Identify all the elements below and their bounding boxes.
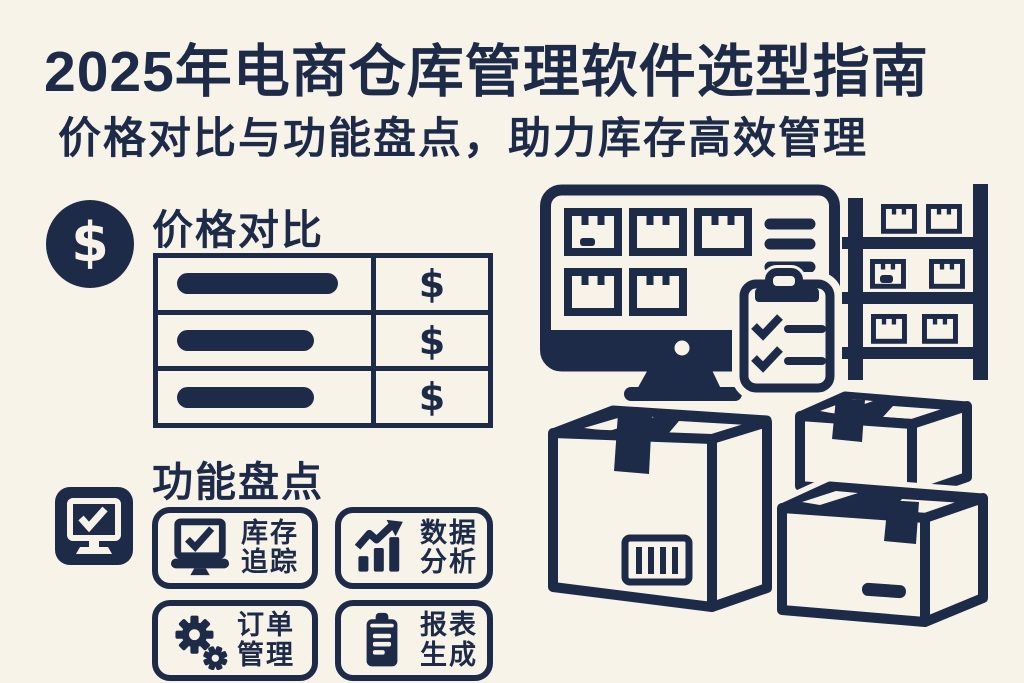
price-table-row: $ <box>158 258 488 310</box>
screen-package-icon <box>633 212 683 252</box>
shelf-package-icon <box>883 206 914 231</box>
barcode-icon <box>621 534 693 586</box>
dollar-symbol: $ <box>71 211 109 274</box>
features-section-heading: 功能盘点 <box>152 459 324 505</box>
screen-package-icon <box>568 272 618 312</box>
page-subtitle: 价格对比与功能盘点，助力库存高效管理 <box>58 115 868 163</box>
warehouse-illustration <box>540 184 993 632</box>
price-table-row: $ <box>158 309 488 367</box>
feature-label: 数据 分析 <box>420 517 478 577</box>
shelf-package-icon <box>931 261 962 286</box>
feature-label: 报表 生成 <box>420 610 478 670</box>
product-name-bar <box>177 386 314 408</box>
product-name-bar <box>177 330 314 351</box>
price-table-row: $ <box>158 366 488 424</box>
product-name-cell <box>158 371 371 423</box>
product-name-cell <box>158 258 371 310</box>
check-icon <box>751 346 783 373</box>
shipping-box-icon <box>772 476 993 632</box>
laptop-check-icon <box>170 518 230 576</box>
shelf-package-icon <box>928 206 959 231</box>
dollar-circle-icon: $ <box>46 200 134 288</box>
price-cell: $ <box>371 371 488 424</box>
package-label-dash <box>580 238 595 246</box>
monitor-check-badge-icon <box>55 487 133 565</box>
product-name-bar <box>177 273 338 295</box>
gears-icon <box>175 615 228 670</box>
package-label-dash <box>880 275 893 283</box>
price-section-heading: 价格对比 <box>152 207 324 253</box>
growth-chart-icon <box>354 519 403 572</box>
screen-package-icon <box>568 212 618 252</box>
feature-order-management: 订单 管理 <box>152 600 318 681</box>
box-tape <box>614 413 652 474</box>
screen-package-icon <box>698 212 748 252</box>
box-tape <box>884 500 919 544</box>
box-tape <box>832 398 865 442</box>
price-cell: $ <box>371 314 488 367</box>
feature-label: 订单 管理 <box>237 610 295 670</box>
shipping-box-icon <box>792 388 975 504</box>
price-cell: $ <box>371 258 488 310</box>
feature-report-generation: 报表 生成 <box>335 600 493 681</box>
check-icon <box>751 314 783 341</box>
screen-menu-lines-icon <box>764 218 816 273</box>
shelf-package-icon <box>924 316 955 341</box>
feature-inventory-tracking: 库存 追踪 <box>152 507 318 589</box>
feature-label: 库存 追踪 <box>241 517 299 577</box>
package-label-dash <box>861 582 906 599</box>
price-comparison-table: $ $ $ <box>153 253 493 428</box>
page-title: 2025年电商仓库管理软件选型指南 <box>44 40 929 104</box>
screen-package-icon <box>633 272 683 312</box>
shipping-box-icon <box>544 401 776 616</box>
product-name-cell <box>158 315 371 367</box>
shelf-package-icon <box>873 316 904 341</box>
report-clipboard-icon <box>366 612 398 666</box>
checklist-clipboard-icon <box>732 265 842 400</box>
feature-data-analysis: 数据 分析 <box>335 507 493 589</box>
storage-shelf-icon <box>842 184 988 380</box>
